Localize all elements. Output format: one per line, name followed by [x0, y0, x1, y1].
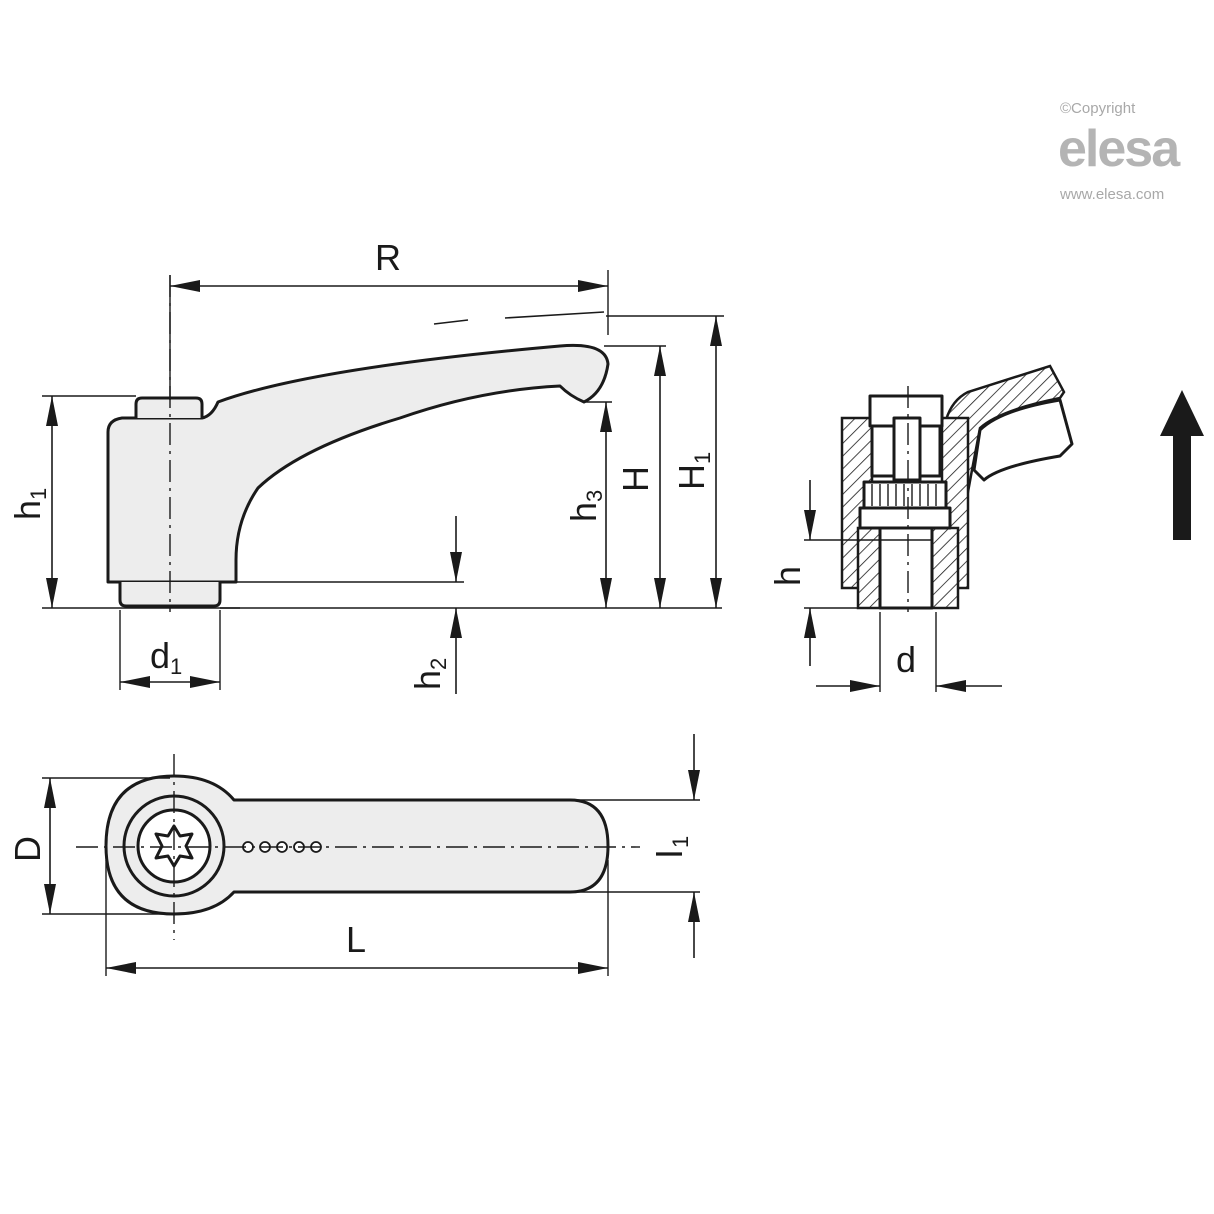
arrowhead	[804, 510, 816, 540]
alt-position-line	[433, 319, 469, 325]
section-view: h d	[767, 364, 1074, 692]
label-h2: h 2	[407, 658, 451, 690]
label-h: h	[767, 566, 808, 586]
section-insert-right	[930, 526, 960, 610]
arrowhead	[688, 770, 700, 800]
arrowhead	[936, 680, 966, 692]
svg-text:h: h	[407, 670, 448, 690]
svg-text:1: 1	[690, 452, 715, 464]
label-h3: h 3	[563, 490, 607, 522]
arrowhead	[44, 884, 56, 914]
label-H1: H 1	[671, 452, 715, 490]
svg-text:l: l	[649, 850, 690, 858]
svg-text:d: d	[150, 635, 170, 676]
arrowhead	[450, 608, 462, 638]
arrowhead	[600, 578, 612, 608]
arrowhead	[46, 578, 58, 608]
svg-text:1: 1	[668, 836, 693, 848]
svg-text:2: 2	[426, 658, 451, 670]
label-H: H	[615, 466, 656, 492]
copyright-text: ©Copyright	[1060, 100, 1136, 117]
arrowhead	[654, 346, 666, 376]
svg-text:D: D	[7, 836, 48, 862]
arrowhead	[578, 962, 608, 974]
arrowhead	[710, 316, 722, 346]
label-L: L	[346, 919, 366, 960]
bottom-boss	[118, 582, 222, 608]
elesa-logo: ©Copyright elesa www.elesa.com	[1058, 100, 1183, 203]
arrowhead	[600, 402, 612, 432]
svg-text:1: 1	[26, 488, 51, 500]
arrowhead	[804, 608, 816, 638]
arrowhead	[120, 676, 150, 688]
arrowhead	[46, 396, 58, 426]
section-spring-area	[858, 506, 952, 530]
label-d1: d 1	[150, 635, 182, 679]
label-d: d	[896, 639, 916, 680]
svg-text:h: h	[7, 500, 48, 520]
arrowhead	[190, 676, 220, 688]
label-l1: l 1	[649, 836, 693, 858]
svg-text:h: h	[563, 502, 604, 522]
arrowhead	[106, 962, 136, 974]
arrowhead	[450, 552, 462, 582]
svg-text:H: H	[615, 466, 656, 492]
alt-position-line	[504, 311, 605, 319]
brand-url: www.elesa.com	[1059, 186, 1164, 203]
svg-text:3: 3	[582, 490, 607, 502]
arrowhead	[44, 778, 56, 808]
brand-text: elesa	[1058, 120, 1181, 178]
label-R: R	[375, 237, 401, 278]
arrowhead	[850, 680, 880, 692]
section-spline-ring	[862, 480, 948, 510]
arrowhead	[688, 892, 700, 922]
spline-teeth	[871, 484, 937, 506]
arrowhead	[654, 578, 666, 608]
label-h1: h 1	[7, 488, 51, 520]
svg-text:h: h	[767, 566, 808, 586]
arrowhead	[170, 280, 200, 292]
side-view: R h 1 h 2 d 1	[7, 237, 724, 694]
section-lever-arm-inner	[972, 398, 1074, 482]
lever-body	[106, 343, 610, 584]
svg-text:H: H	[671, 464, 712, 490]
arrowhead	[710, 578, 722, 608]
section-screw-shank	[892, 416, 922, 482]
top-boss	[134, 396, 204, 418]
direction-arrow	[1160, 390, 1204, 540]
top-view: D L l 1	[7, 734, 700, 976]
section-bore	[878, 526, 934, 610]
arrowhead	[578, 280, 608, 292]
label-D: D	[7, 836, 48, 862]
svg-text:1: 1	[170, 654, 182, 679]
